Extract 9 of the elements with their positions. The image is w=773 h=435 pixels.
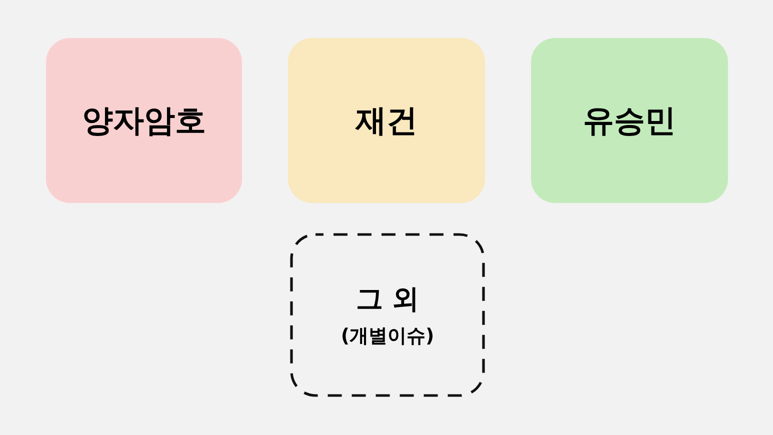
dashed-group-box (290, 233, 485, 397)
category-box (288, 38, 485, 203)
box-subtitle: (개별이슈) (340, 324, 434, 349)
box-title: 재건 (356, 102, 418, 140)
category-box (46, 38, 242, 203)
box-title: 양자암호 (82, 102, 206, 140)
box-title: 그 외 (356, 283, 420, 317)
category-box (531, 38, 728, 203)
box-title: 유승민 (583, 102, 676, 140)
